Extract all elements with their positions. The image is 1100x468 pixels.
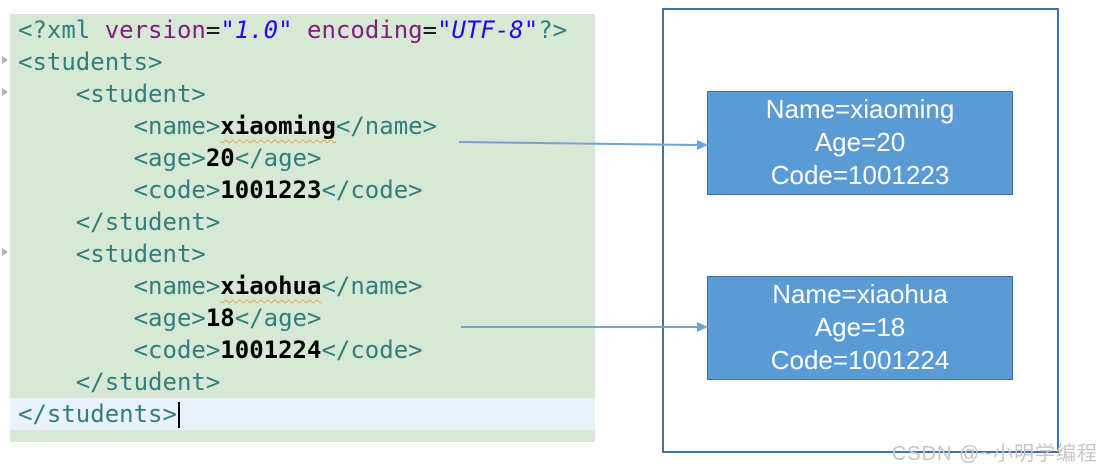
code-token-plain [18,112,134,140]
code-token-tag: </code> [321,176,423,204]
code-token-plain [18,144,134,172]
code-token-string: "UTF-8" [437,16,539,44]
code-token-text: 1001223 [220,176,322,204]
fold-marker-icon [2,248,8,256]
code-token-tag: </student> [75,368,221,396]
code-line: </student> [10,366,595,398]
code-line: <student> [10,238,595,270]
code-token-tag: ?> [538,16,568,44]
code-token-text: 18 [205,304,235,332]
xml-editor[interactable]: <?xml version="1.0" encoding="UTF-8"?><s… [10,14,595,442]
code-token-tag: <students> [18,48,163,76]
code-line: <code>1001224</code> [10,334,595,366]
student-attribute-text: Name=xiaohua [772,279,948,309]
student-attribute-text: Code=1001223 [770,160,950,190]
code-line: <?xml version="1.0" encoding="UTF-8"?> [10,14,595,46]
code-token-attr: version [104,16,206,44]
code-token-plain: = [422,16,438,44]
text-cursor-icon [177,402,180,428]
code-line: <students> [10,46,595,78]
fold-marker-icon [2,56,8,64]
code-token-tag: </name> [335,112,438,140]
code-token-plain: = [205,16,221,44]
code-token-tag: <?xml [18,16,105,44]
code-line: <name>xiaohua</name> [10,270,595,302]
code-token-tag: </code> [321,336,423,364]
code-token-plain [18,272,134,300]
code-line: <age>20</age> [10,142,595,174]
code-token-plain [18,368,76,396]
code-token-tag: </age> [234,144,322,172]
code-token-plain [18,80,76,108]
code-token-tag: <code> [133,336,221,364]
code-token-tag: <student> [75,240,206,268]
code-line: </student> [10,206,595,238]
student-attribute-text: Name=xiaoming [765,94,955,124]
code-line: <age>18</age> [10,302,595,334]
code-token-text: 20 [205,144,235,172]
code-token-plain [18,240,76,268]
code-token-tag: </students> [18,400,177,428]
code-token-attr: encoding [307,16,423,44]
code-token-tag: <age> [133,144,206,172]
student-attribute-text: Code=1001224 [770,345,950,375]
code-token-text: xiaoming [220,112,336,140]
code-token-text: xiaohua [220,272,322,300]
code-token-tag: <student> [75,80,206,108]
code-lines: <?xml version="1.0" encoding="UTF-8"?><s… [10,14,595,430]
code-token-plain [18,336,134,364]
code-line: <code>1001223</code> [10,174,595,206]
code-token-text: 1001224 [220,336,322,364]
code-line: <student> [10,78,595,110]
code-token-tag: <code> [133,176,221,204]
diagram-frame [662,8,1059,453]
student-attribute-text: Age=18 [814,312,906,342]
code-token-plain [18,176,134,204]
code-token-tag: <age> [133,304,206,332]
code-token-plain [18,304,134,332]
code-token-plain [18,208,76,236]
watermark: CSDN @~小明学编程 [891,443,1098,465]
code-token-tag: </student> [75,208,221,236]
fold-marker-icon [2,88,8,96]
code-token-tag: <name> [133,112,221,140]
code-token-string: "1.0" [220,16,293,44]
code-line-current: </students> [10,398,595,430]
code-token-tag: </name> [321,272,423,300]
code-token-plain [293,16,307,44]
student-attribute-text: Age=20 [814,127,906,157]
code-line: <name>xiaoming</name> [10,110,595,142]
code-token-tag: <name> [133,272,221,300]
code-token-tag: </age> [234,304,322,332]
